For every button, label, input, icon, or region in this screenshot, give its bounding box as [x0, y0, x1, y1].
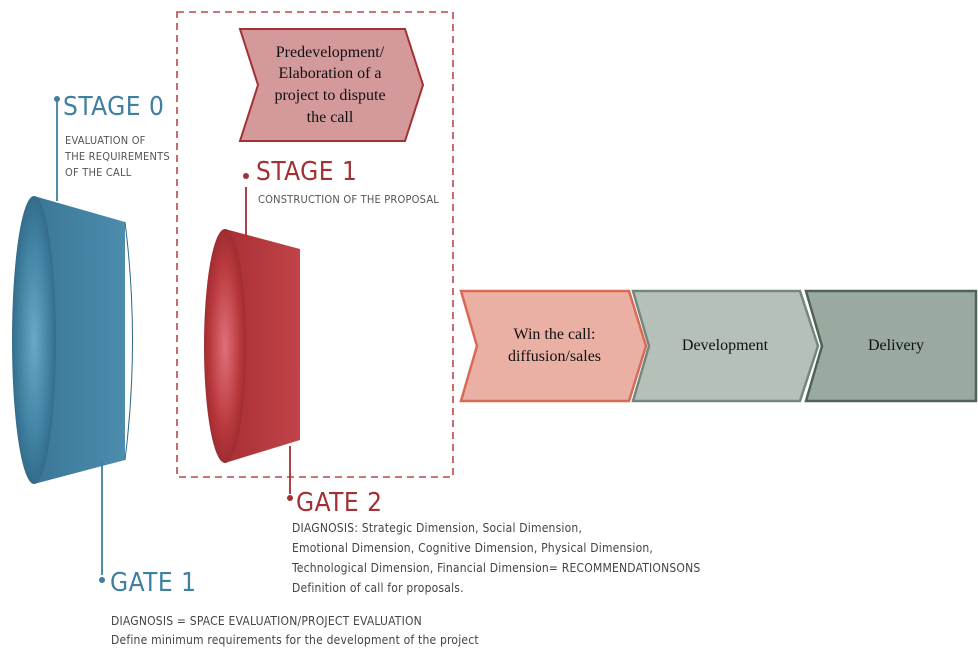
gate2-desc-line: Definition of call for proposals.: [292, 581, 464, 595]
delivery-chevron: [804, 289, 978, 403]
gate2-desc-line: DIAGNOSIS: Strategic Dimension, Social D…: [292, 521, 583, 535]
stage0-funnel-shape: [12, 196, 133, 484]
stage0-desc-line: THE REQUIREMENTS: [65, 150, 170, 163]
development-chevron: [631, 289, 820, 403]
predevelopment-chevron: [238, 28, 425, 142]
delivery-label: Delivery: [868, 337, 924, 355]
gate2-title: GATE 2: [296, 488, 383, 518]
gate1-title: GATE 1: [110, 568, 197, 598]
stage0-desc-line: EVALUATION OF: [65, 134, 146, 147]
win-call-chevron: [459, 289, 648, 403]
gate2-description: DIAGNOSIS: Strategic Dimension, Social D…: [292, 518, 700, 598]
stage1-title: STAGE 1: [256, 157, 358, 187]
predevelopment-label: Predevelopment/ Elaboration of a project…: [274, 43, 386, 126]
development-label: Development: [681, 337, 769, 355]
gate2-dot: [287, 495, 293, 501]
stage0-dot: [54, 96, 60, 102]
gate2-desc-line: Emotional Dimension, Cognitive Dimension…: [292, 541, 654, 555]
gate1-desc-line: DIAGNOSIS = SPACE EVALUATION/PROJECT EVA…: [111, 614, 422, 628]
gate1-dot: [99, 577, 105, 583]
gate1-desc-line: Define minimum requirements for the deve…: [111, 633, 479, 647]
stage0-desc-line: OF THE CALL: [65, 166, 132, 179]
stage1-dot: [243, 173, 249, 179]
win-call-label: Win the call: diffusion/sales: [507, 326, 602, 365]
gate2-desc-line: Technological Dimension, Financial Dimen…: [292, 561, 701, 575]
stage1-description: CONSTRUCTION OF THE PROPOSAL: [258, 193, 440, 206]
stage1-dashed-frame: [176, 11, 454, 478]
stage0-title: STAGE 0: [63, 92, 165, 122]
gate1-description: DIAGNOSIS = SPACE EVALUATION/PROJECT EVA…: [111, 612, 479, 650]
stage0-description: EVALUATION OF THE REQUIREMENTS OF THE CA…: [65, 133, 170, 181]
stage1-funnel-shape: [204, 229, 300, 463]
